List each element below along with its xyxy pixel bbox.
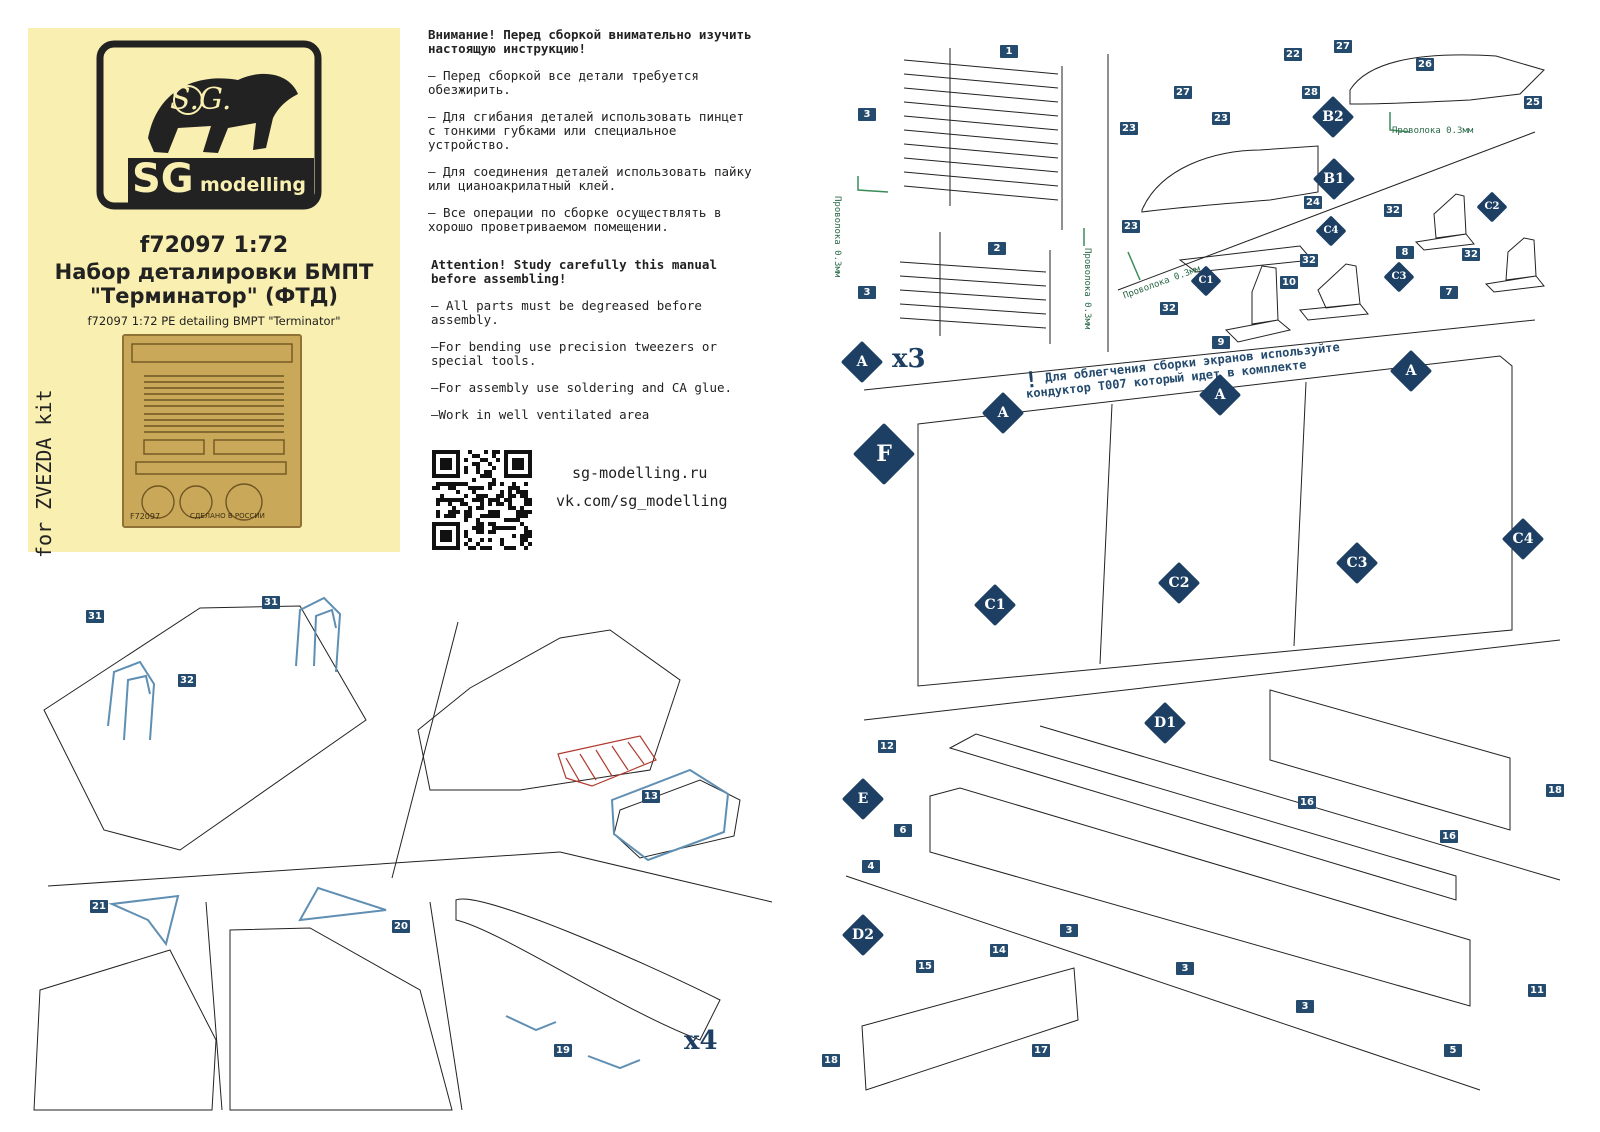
part-tag-9: 9: [1212, 336, 1230, 349]
pe-fret-image: F72097 СДЕЛАНО В РОССИИ: [122, 334, 302, 528]
instructions-ru-item-3: – Для соединения деталей использовать па…: [428, 164, 752, 193]
instructions-ru-item-1: – Перед сборкой все детали требуется обе…: [428, 68, 699, 97]
instructions-en-item-4: –Work in well ventilated area: [431, 407, 650, 422]
wire-note-right: Проволока 0.3мм: [1082, 248, 1092, 330]
instructions-en-item-2: –For bending use precision tweezers or s…: [431, 339, 717, 368]
sg-modelling-logo: [96, 40, 322, 210]
part-tag-26: 26: [1416, 58, 1434, 71]
screen-panel-1: [903, 48, 1063, 230]
part-tag-3d: 3: [1176, 962, 1194, 975]
logo-modelling-text: modelling: [200, 174, 307, 196]
fret-code: F72097: [130, 512, 161, 521]
part-tag-13: 13: [642, 790, 660, 803]
part-tag-6: 6: [894, 824, 912, 837]
kit-code: f72097 1:72: [139, 233, 289, 258]
part-tag-19: 19: [554, 1044, 572, 1057]
instructions-ru-item-4: – Все операции по сборке осуществлять в …: [428, 205, 722, 234]
vk-link[interactable]: vk.com/sg_modelling: [556, 492, 728, 510]
title-card: SG modelling S.G. f72097 1:72 Набор дета…: [28, 28, 400, 558]
part-tag-12: 12: [878, 740, 896, 753]
part-tag-32b: 32: [1300, 254, 1318, 267]
part-tag-31b: 31: [262, 596, 280, 609]
part-tag-5: 5: [1444, 1044, 1462, 1057]
kit-subtitle: f72097 1:72 PE detailing BMPT "Terminato…: [87, 314, 341, 328]
part-tag-3e: 3: [1296, 1000, 1314, 1013]
part-tag-32e: 32: [178, 674, 196, 687]
part-tag-22: 22: [1284, 48, 1302, 61]
screen-panel-2: [899, 232, 1051, 344]
part-tag-18b: 18: [822, 1054, 840, 1067]
part-tag-18a: 18: [1546, 784, 1564, 797]
part-tag-27b: 27: [1334, 40, 1352, 53]
part-tag-32a: 32: [1384, 204, 1402, 217]
instructions-ru-item-2: – Для сгибания деталей использовать пинц…: [428, 109, 745, 152]
part-tag-1: 1: [1000, 45, 1018, 58]
part-tag-17: 17: [1032, 1044, 1050, 1057]
logo-initials: S.G.: [170, 82, 232, 117]
instructions-en-item-3: –For assembly use soldering and CA glue.: [431, 380, 733, 395]
part-tag-31a: 31: [86, 610, 104, 623]
instructions-ru-heading: Внимание! Перед сборкой внимательно изуч…: [428, 27, 752, 56]
part-tag-14: 14: [990, 944, 1008, 957]
part-tag-16a: 16: [1298, 796, 1316, 809]
logo-sg-text: SG: [132, 156, 194, 202]
multiplier-wheel: x4: [684, 1026, 718, 1056]
part-tag-3c: 3: [1060, 924, 1078, 937]
part-tag-7: 7: [1440, 286, 1458, 299]
wire-note-b2: Проволока 0.3мм: [1392, 126, 1474, 136]
part-tag-23b: 23: [1120, 122, 1138, 135]
part-tag-32d: 32: [1160, 302, 1178, 315]
part-tag-23c: 23: [1122, 220, 1140, 233]
part-tag-4: 4: [862, 860, 880, 873]
kit-title-line2: "Терминатор" (ФТД): [89, 284, 339, 308]
part-tag-11: 11: [1528, 984, 1546, 997]
part-tag-32c: 32: [1462, 248, 1480, 261]
part-tag-25: 25: [1524, 96, 1542, 109]
part-tag-24: 24: [1304, 196, 1322, 209]
part-tag-3a: 3: [858, 108, 876, 121]
part-tag-23a: 23: [1212, 112, 1230, 125]
part-tag-15: 15: [916, 960, 934, 973]
kit-title-line1: Набор деталировки БМПТ: [54, 260, 374, 284]
part-tag-8: 8: [1396, 246, 1414, 259]
part-tag-10: 10: [1280, 276, 1298, 289]
instructions-en-item-1: – All parts must be degreased before ass…: [431, 298, 702, 327]
instructions-en-heading: Attention! Study carefully this manual b…: [431, 257, 717, 286]
wire-note-left: Проволока 0.3мм: [832, 196, 842, 278]
part-tag-28: 28: [1302, 86, 1320, 99]
instructions-ru: Внимание! Перед сборкой внимательно изуч…: [428, 28, 758, 247]
multiplier-a: x3: [892, 344, 926, 374]
part-tag-27a: 27: [1174, 86, 1192, 99]
part-tag-2: 2: [988, 242, 1006, 255]
part-tag-16b: 16: [1440, 830, 1458, 843]
part-tag-21: 21: [90, 900, 108, 913]
instructions-en: Attention! Study carefully this manual b…: [431, 258, 761, 435]
part-tag-20: 20: [392, 920, 410, 933]
fret-made-in: СДЕЛАНО В РОССИИ: [190, 512, 265, 520]
site-link[interactable]: sg-modelling.ru: [572, 464, 708, 482]
part-tag-3b: 3: [858, 286, 876, 299]
